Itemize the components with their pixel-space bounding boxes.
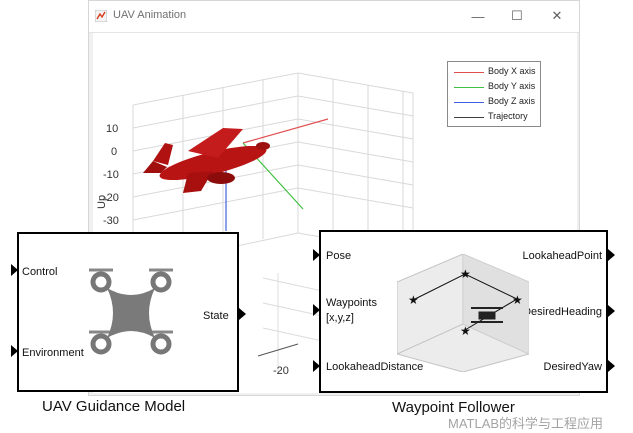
svg-text:★: ★ <box>512 293 523 307</box>
legend-label: Body Z axis <box>488 96 536 106</box>
output-port-label-lookahead-point: LookaheadPoint <box>522 250 602 262</box>
input-port-label-waypoints: Waypoints <box>326 297 377 309</box>
desired-heading-output-port[interactable] <box>608 305 615 317</box>
legend-swatch <box>454 87 484 88</box>
state-output-port[interactable] <box>239 308 246 320</box>
legend-item: Body Y axis <box>448 80 540 94</box>
input-port-label-environment: Environment <box>22 347 84 359</box>
waypoint-cube-icon: ★ ★ ★ ★ <box>397 254 529 372</box>
legend-swatch <box>454 117 484 118</box>
aircraft-model <box>143 128 270 193</box>
z-tick: 10 <box>106 123 118 135</box>
pose-input-port[interactable] <box>313 249 320 261</box>
environment-input-port[interactable] <box>11 345 18 357</box>
z-tick: -10 <box>103 169 119 181</box>
control-input-port[interactable] <box>11 264 18 276</box>
desired-yaw-output-port[interactable] <box>608 360 615 372</box>
watermark-text: MATLAB的科学与工程应用 <box>448 416 604 431</box>
waypoint-follower-block[interactable]: Pose Waypoints [x,y,z] LookaheadDistance… <box>319 230 608 393</box>
output-port-label-state: State <box>203 310 229 322</box>
z-axis-ticks: 10 0 -10 -20 -30 <box>103 123 119 227</box>
x-tick: -20 <box>273 365 289 377</box>
lookahead-point-output-port[interactable] <box>608 249 615 261</box>
waypoints-input-port[interactable] <box>313 304 320 316</box>
window-title: UAV Animation <box>113 9 187 21</box>
legend-label: Body Y axis <box>488 81 536 91</box>
legend-item: Trajectory <box>448 110 540 124</box>
input-port-label-waypoints-format: [x,y,z] <box>326 312 354 324</box>
body-x-axis-line <box>242 118 329 144</box>
close-icon: ✕ <box>551 8 563 23</box>
legend-item: Body X axis <box>448 65 540 79</box>
close-button[interactable]: ✕ <box>544 5 570 27</box>
matlab-figure-icon <box>95 10 107 22</box>
maximize-button[interactable]: ☐ <box>504 5 530 27</box>
z-tick: -30 <box>103 215 119 227</box>
input-port-label-pose: Pose <box>326 250 352 262</box>
uav-guidance-model-block[interactable]: Control Environment State <box>17 232 239 392</box>
minimize-icon: — <box>471 8 485 24</box>
maximize-icon: ☐ <box>511 8 523 23</box>
svg-text:★: ★ <box>408 293 419 307</box>
follower-block-caption: Waypoint Follower <box>392 399 515 416</box>
output-port-label-desired-yaw: DesiredYaw <box>543 361 603 373</box>
legend-swatch <box>454 72 484 73</box>
minimize-button[interactable]: — <box>465 5 491 27</box>
guidance-block-caption: UAV Guidance Model <box>42 398 186 415</box>
input-port-label-lookahead-distance: LookaheadDistance <box>326 361 424 373</box>
input-port-label-control: Control <box>22 266 58 278</box>
legend[interactable]: Body X axis Body Y axis Body Z axis Traj… <box>447 61 541 127</box>
svg-text:★: ★ <box>460 324 471 338</box>
quadcopter-icon <box>89 268 173 355</box>
legend-item: Body Z axis <box>448 95 540 109</box>
legend-label: Body X axis <box>488 66 536 76</box>
z-axis-label: Up <box>96 195 108 209</box>
window-titlebar[interactable]: UAV Animation — ☐ ✕ <box>89 1 579 33</box>
legend-swatch <box>454 102 484 103</box>
svg-text:★: ★ <box>460 267 471 281</box>
output-port-label-desired-heading: DesiredHeading <box>523 306 602 318</box>
z-tick: 0 <box>111 146 117 158</box>
x-axis-line <box>257 343 299 357</box>
z-tick: -20 <box>103 192 119 204</box>
legend-label: Trajectory <box>488 111 528 121</box>
lookahead-distance-input-port[interactable] <box>313 360 320 372</box>
